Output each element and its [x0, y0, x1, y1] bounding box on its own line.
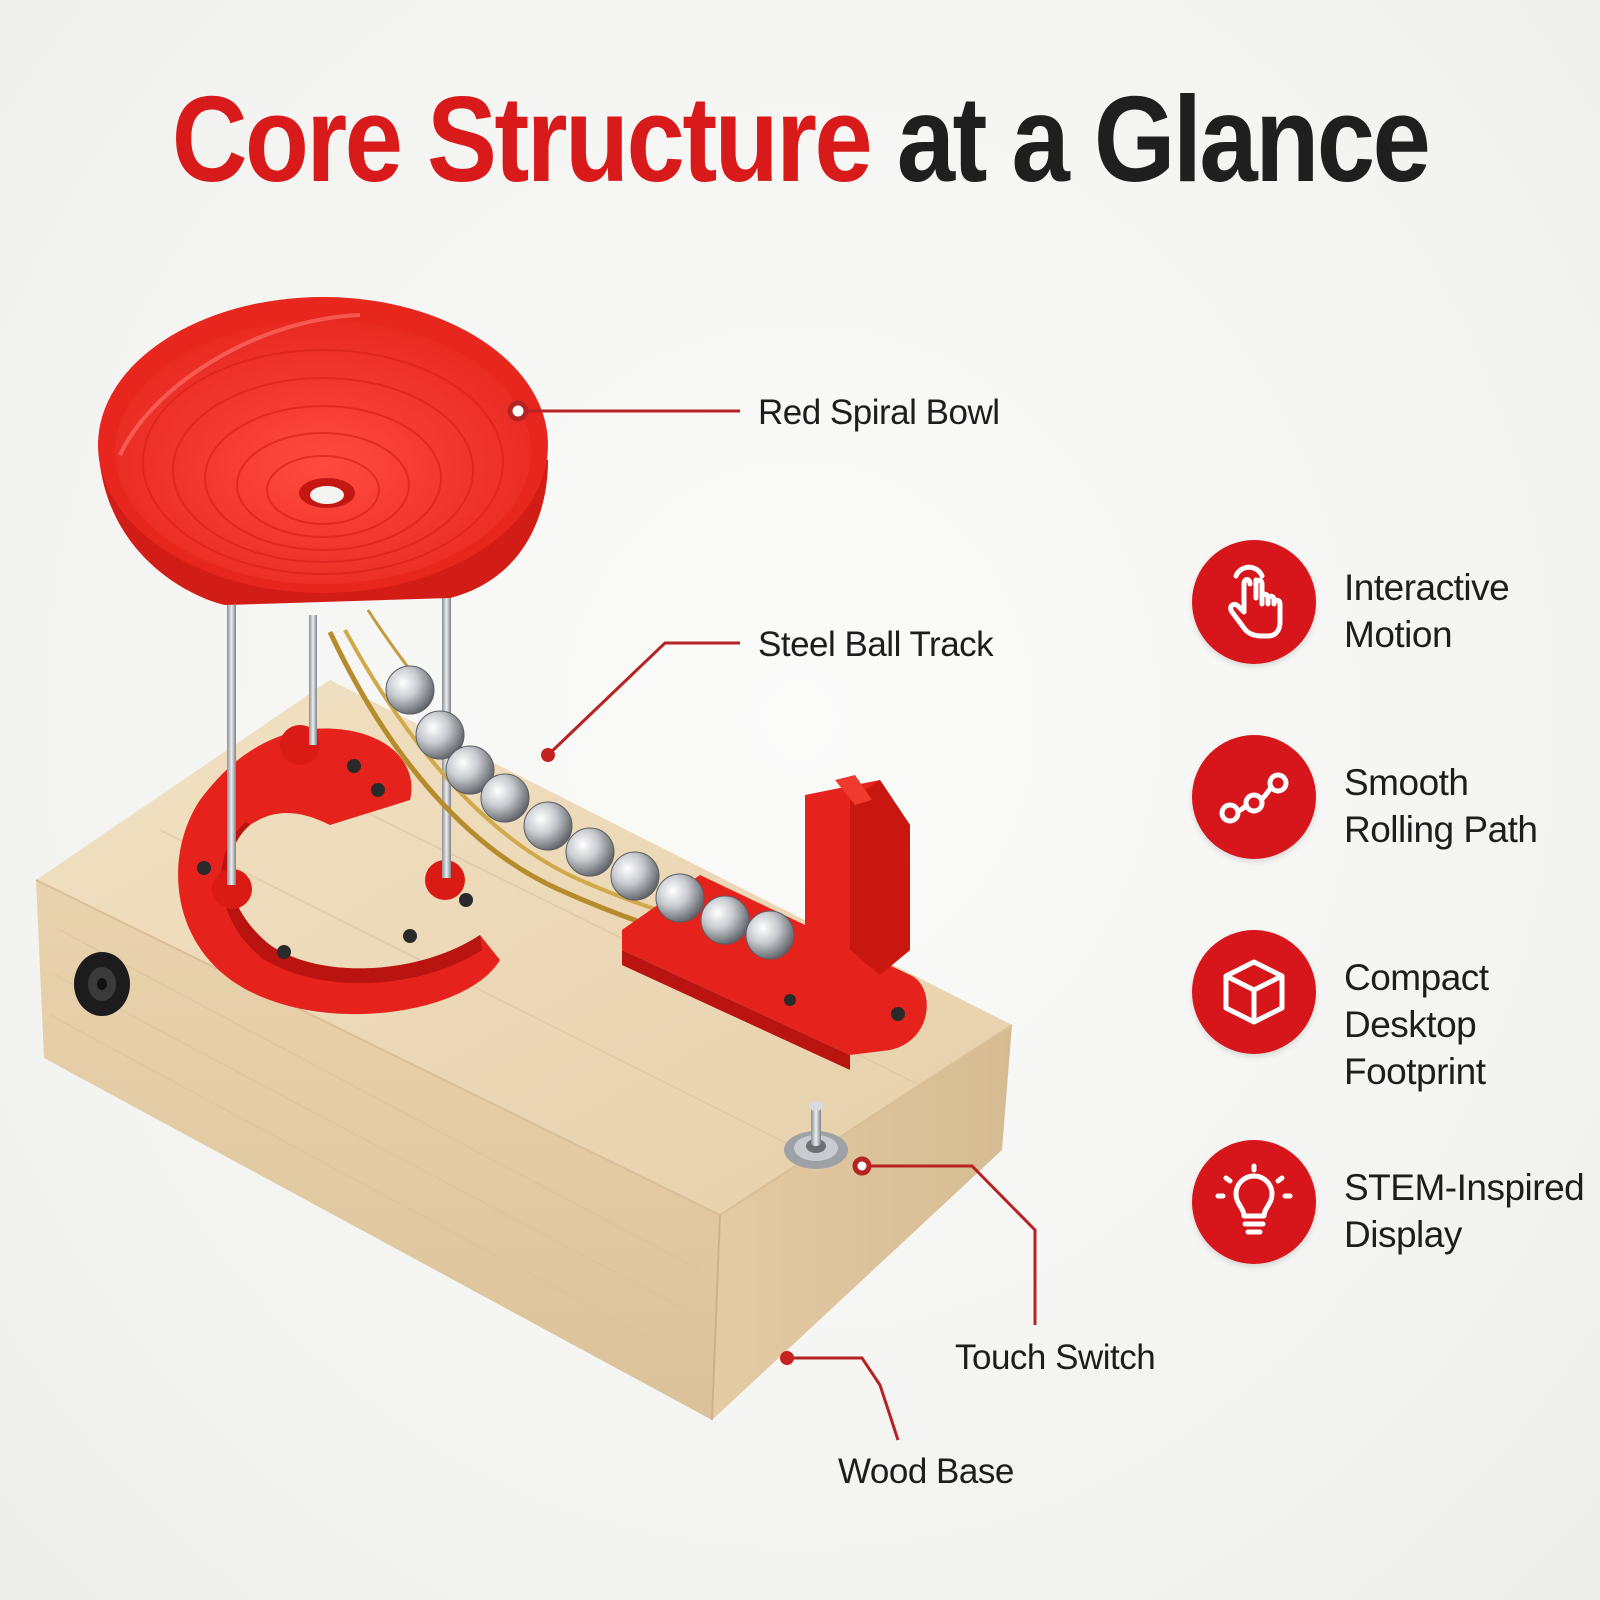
- touch-hand-icon: [1228, 564, 1283, 639]
- callout-red-spiral-bowl: Red Spiral Bowl: [758, 393, 1000, 432]
- steel-ball: [415, 710, 465, 760]
- feature-label: Smooth Rolling Path: [1344, 762, 1538, 850]
- title-accent: Core Structure: [171, 71, 873, 207]
- steel-ball: [610, 851, 660, 901]
- rolling-path-icon: [1219, 772, 1289, 824]
- steel-ball: [565, 827, 615, 877]
- feature-badge: [1192, 930, 1316, 1054]
- steel-ball: [523, 801, 573, 851]
- callout-dots: [507, 400, 872, 1365]
- steel-ball: [745, 910, 795, 960]
- lightbulb-icon: [1215, 1163, 1293, 1235]
- power-jack: [74, 952, 130, 1016]
- feature-compact-desktop-footprint: Compact Desktop Footprint: [1192, 930, 1592, 1092]
- feature-label: Compact Desktop Footprint: [1344, 957, 1489, 1092]
- feature-label: STEM-Inspired Display: [1344, 1167, 1585, 1255]
- feature-badge: [1192, 735, 1316, 859]
- feature-badge: [1192, 1140, 1316, 1264]
- steel-ball: [700, 895, 750, 945]
- feature-interactive-motion: Interactive Motion: [1192, 540, 1592, 670]
- callout-steel-ball-track: Steel Ball Track: [758, 625, 994, 664]
- lift-tower: [622, 775, 927, 1070]
- callout-touch-switch: Touch Switch: [955, 1338, 1156, 1377]
- steel-ball: [445, 745, 495, 795]
- callout-wood-base: Wood Base: [838, 1452, 1014, 1491]
- cube-icon: [1223, 959, 1285, 1025]
- horseshoe-mount: [178, 725, 500, 1015]
- spiral-bowl-shape: [98, 297, 548, 605]
- title-rest: at a Glance: [896, 71, 1431, 207]
- feature-smooth-rolling-path: Smooth Rolling Path: [1192, 735, 1592, 865]
- feature-badge: [1192, 540, 1316, 664]
- feature-label: Interactive Motion: [1344, 567, 1510, 655]
- touch-switch-shape: [784, 1101, 848, 1169]
- wood-base-shape: [35, 680, 1013, 1421]
- feature-stem-inspired-display: STEM-Inspired Display: [1192, 1140, 1592, 1270]
- callout-leaders: [518, 409, 1037, 1441]
- steel-balls: [385, 665, 795, 960]
- page-title: Core Structure at a Glance: [112, 78, 1488, 200]
- steel-ball: [385, 665, 435, 715]
- steel-ball: [480, 773, 530, 823]
- steel-ball: [655, 873, 705, 923]
